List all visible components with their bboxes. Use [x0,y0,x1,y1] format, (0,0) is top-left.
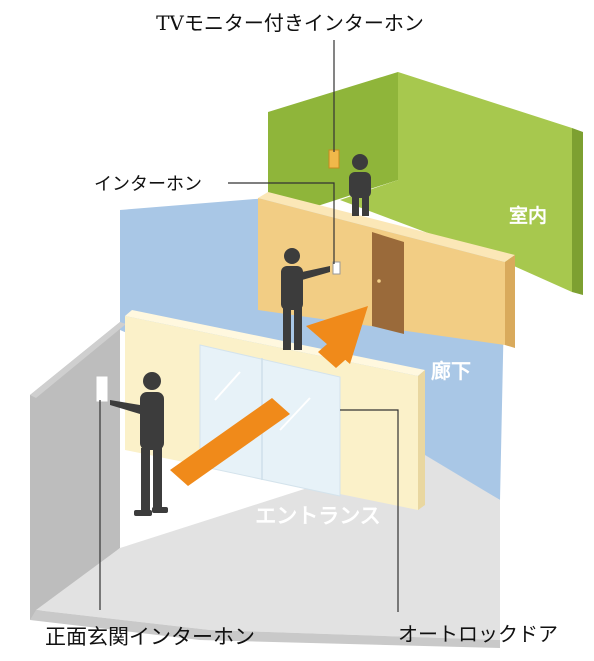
leader-autolock-door [340,409,399,612]
room-front-wall [258,192,515,348]
path-arrow-entrance [170,398,290,486]
zone-room: 室内 [509,204,547,227]
label-tv-intercom: TVモニター付きインターホン [156,11,424,35]
room-side [572,128,583,295]
label-autolock-door: オートロックドア [398,622,558,646]
room-zone [268,72,583,295]
person-visitor-door [281,248,330,350]
door-intercom-icon [332,261,341,275]
person-resident [349,154,371,216]
label-intercom: インターホン [94,174,202,195]
door-knob [377,279,381,283]
zone-entrance: エントランス [255,504,381,528]
entrance-floor-front [30,610,500,648]
label-entrance-intercom: 正面玄関インターホン [45,625,255,649]
apartment-door [372,232,404,334]
zone-corridor: 廊下 [431,359,471,383]
entrance-intercom-panel [95,375,109,403]
entrance-left-wall-top [30,322,126,398]
person-visitor-entrance [110,372,168,516]
path-arrow-corridor [306,306,368,368]
room-floor [340,72,572,292]
leader-intercom [228,182,335,264]
tv-monitor-intercom-icon [328,149,340,169]
